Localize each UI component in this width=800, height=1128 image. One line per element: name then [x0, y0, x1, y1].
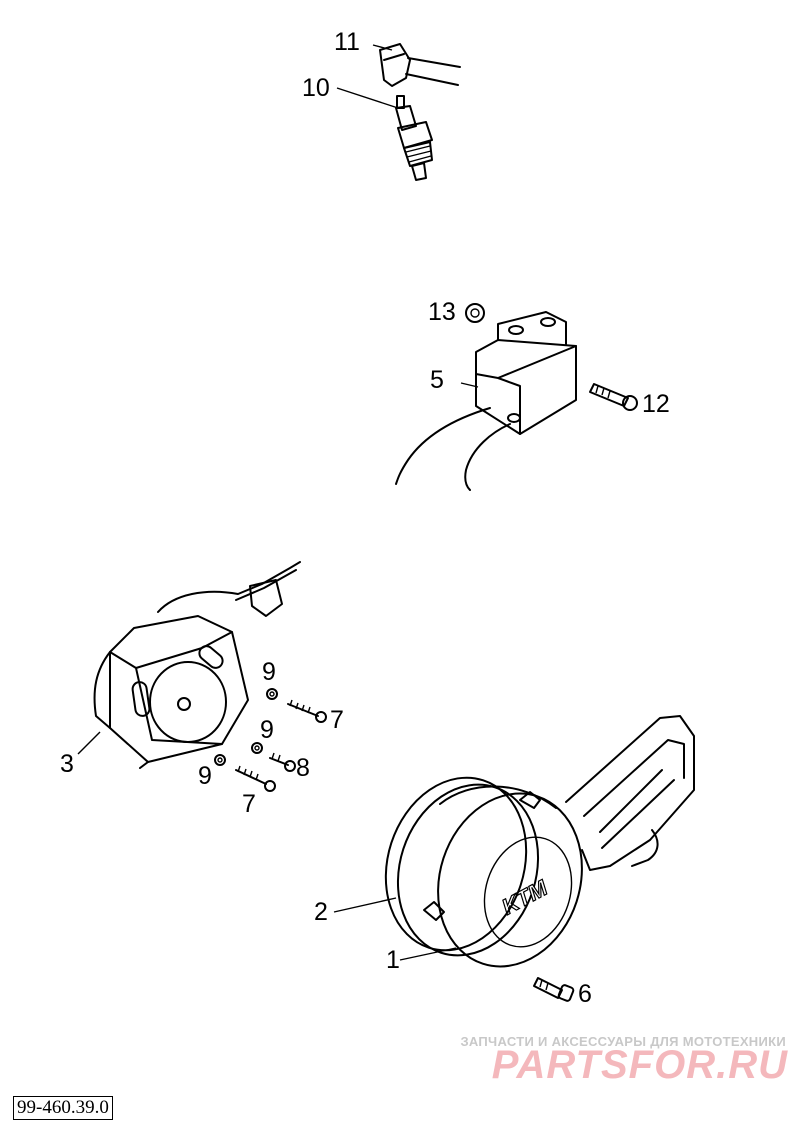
coil-nut: [465, 303, 485, 323]
spark-plug-cap: [379, 43, 461, 87]
diagram-reference-number: 99-460.39.0: [13, 1096, 113, 1120]
callout-8: 8: [296, 754, 310, 782]
screw-7-upper: [287, 699, 327, 723]
callout-12: 12: [642, 390, 670, 418]
callout-10: 10: [302, 74, 330, 102]
coil-bolt: [589, 383, 638, 411]
callout-11: 11: [334, 28, 360, 56]
callout-6: 6: [578, 980, 592, 1008]
callout-5: 5: [430, 366, 444, 394]
washer-9-lower: [214, 754, 226, 766]
screw-8: [269, 752, 296, 772]
ktm-logo: KTM: [498, 875, 552, 920]
cover-screw: [533, 977, 575, 1002]
cover-gasket: [384, 776, 528, 952]
washer-9-upper: [266, 688, 278, 700]
callout-2: 2: [314, 898, 328, 926]
screw-7-lower: [235, 765, 276, 792]
callout-7-lower: 7: [242, 790, 256, 818]
callout-3: 3: [60, 750, 74, 778]
spark-plug: [395, 95, 433, 181]
callout-1: 1: [386, 946, 400, 974]
watermark-logo: PARTSFOR.RU: [492, 1043, 788, 1087]
washer-9-middle: [251, 742, 263, 754]
callout-9-upper: 9: [262, 658, 276, 686]
callout-13: 13: [428, 298, 456, 326]
callout-7-upper: 7: [330, 706, 344, 734]
ignition-coil: [395, 311, 577, 491]
watermark-caption: ЗАПЧАСТИ И АКСЕССУАРЫ ДЛЯ МОТОТЕХНИКИ: [460, 1034, 786, 1049]
callout-9-middle: 9: [260, 716, 274, 744]
callout-9-lower: 9: [198, 762, 212, 790]
stator-assembly: [93, 561, 301, 769]
